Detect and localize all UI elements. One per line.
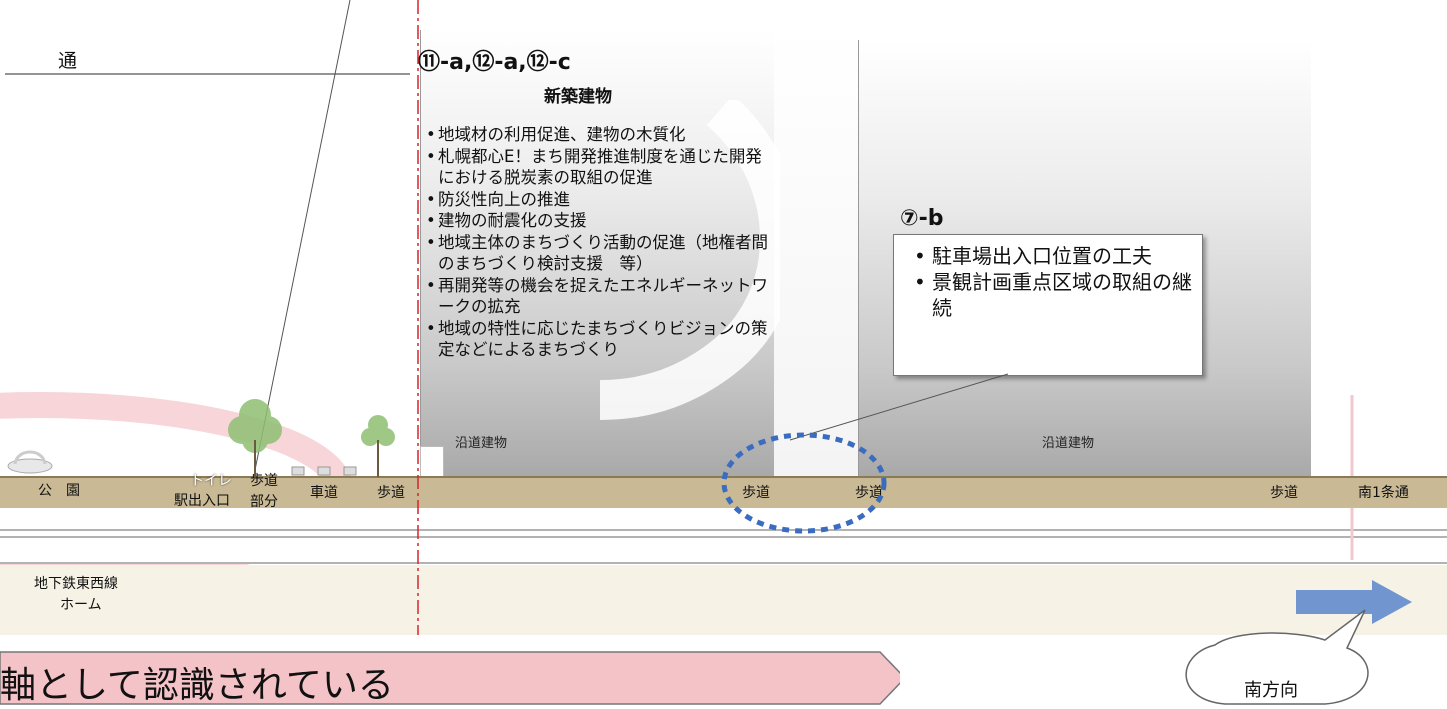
sidewalk-label: 歩道: [742, 485, 770, 501]
callout-box: 駐車場出入口位置の工夫 景観計画重点区域の取組の継続: [893, 234, 1203, 376]
measure-item: 再開発等の機会を捉えたエネルギーネットワークの拡充: [420, 275, 778, 318]
roadway-label: 車道: [310, 485, 338, 501]
sidewalk-label: 歩道: [1270, 485, 1298, 501]
measure-item: 防災性向上の推進: [420, 189, 780, 211]
callout-code: ⑦-b: [900, 206, 944, 231]
roadside-building-label-left: 沿道建物: [455, 436, 508, 451]
banner-text: 軸として認識されている: [0, 665, 394, 706]
subway-platform-label: ホーム: [60, 597, 102, 613]
speech-bubble: [1185, 609, 1369, 705]
park-label: 公 園: [38, 483, 80, 499]
subway-zone: [0, 565, 1447, 635]
sidewalk-part-label-1: 歩道: [250, 473, 278, 489]
entrance-block: [420, 446, 444, 478]
sidewalk-part-label-2: 部分: [250, 494, 278, 510]
measure-item: 建物の耐震化の支援: [420, 210, 780, 232]
callout-pointer: [789, 373, 1009, 441]
fountain-icon: [7, 450, 53, 474]
station-entrance-label: 駅出入口: [174, 493, 230, 509]
banner-shape: [0, 651, 900, 705]
measure-item: 地域主体のまちづくり活動の促進（地権者間のまちづくり検討支援 等）: [420, 232, 778, 275]
sidewalk-label: 歩道: [377, 485, 405, 501]
tree-icons: [228, 399, 395, 477]
pointer-line: [254, 0, 351, 471]
street-label: 通: [58, 50, 78, 72]
measure-item: 地域材の利用促進、建物の木質化: [420, 124, 780, 146]
direction-arrow-icon: [1296, 580, 1412, 624]
sidewalk-label: 歩道: [855, 485, 883, 501]
measure-item: 札幌都心E！まち開発推進制度を通じた開発における脱炭素の取組の促進: [420, 146, 778, 189]
highlight-ellipse: [721, 432, 887, 534]
boundary-line: [417, 0, 419, 635]
south-street-label: 南1条通: [1358, 485, 1409, 501]
measure-item: 地域の特性に応じたまちづくりビジョンの策定などによるまちづくり: [420, 318, 778, 361]
callout-item: 景観計画重点区域の取組の継続: [904, 269, 1194, 321]
section-title: 新築建物: [544, 87, 612, 107]
tunnel-band: [0, 506, 1447, 564]
section-code: ⑪-a,⑫-a,⑫-c: [418, 50, 571, 75]
subway-line-label: 地下鉄東西線: [34, 576, 118, 592]
building-gap: [774, 30, 858, 476]
measures-list: 地域材の利用促進、建物の木質化 札幌都心E！まち開発推進制度を通じた開発における…: [420, 124, 780, 361]
direction-label: 南方向: [1244, 680, 1298, 701]
toilet-label: トイレ: [190, 473, 232, 489]
callout-item: 駐車場出入口位置の工夫: [904, 243, 1194, 269]
roadside-building-label-right: 沿道建物: [1042, 436, 1095, 451]
